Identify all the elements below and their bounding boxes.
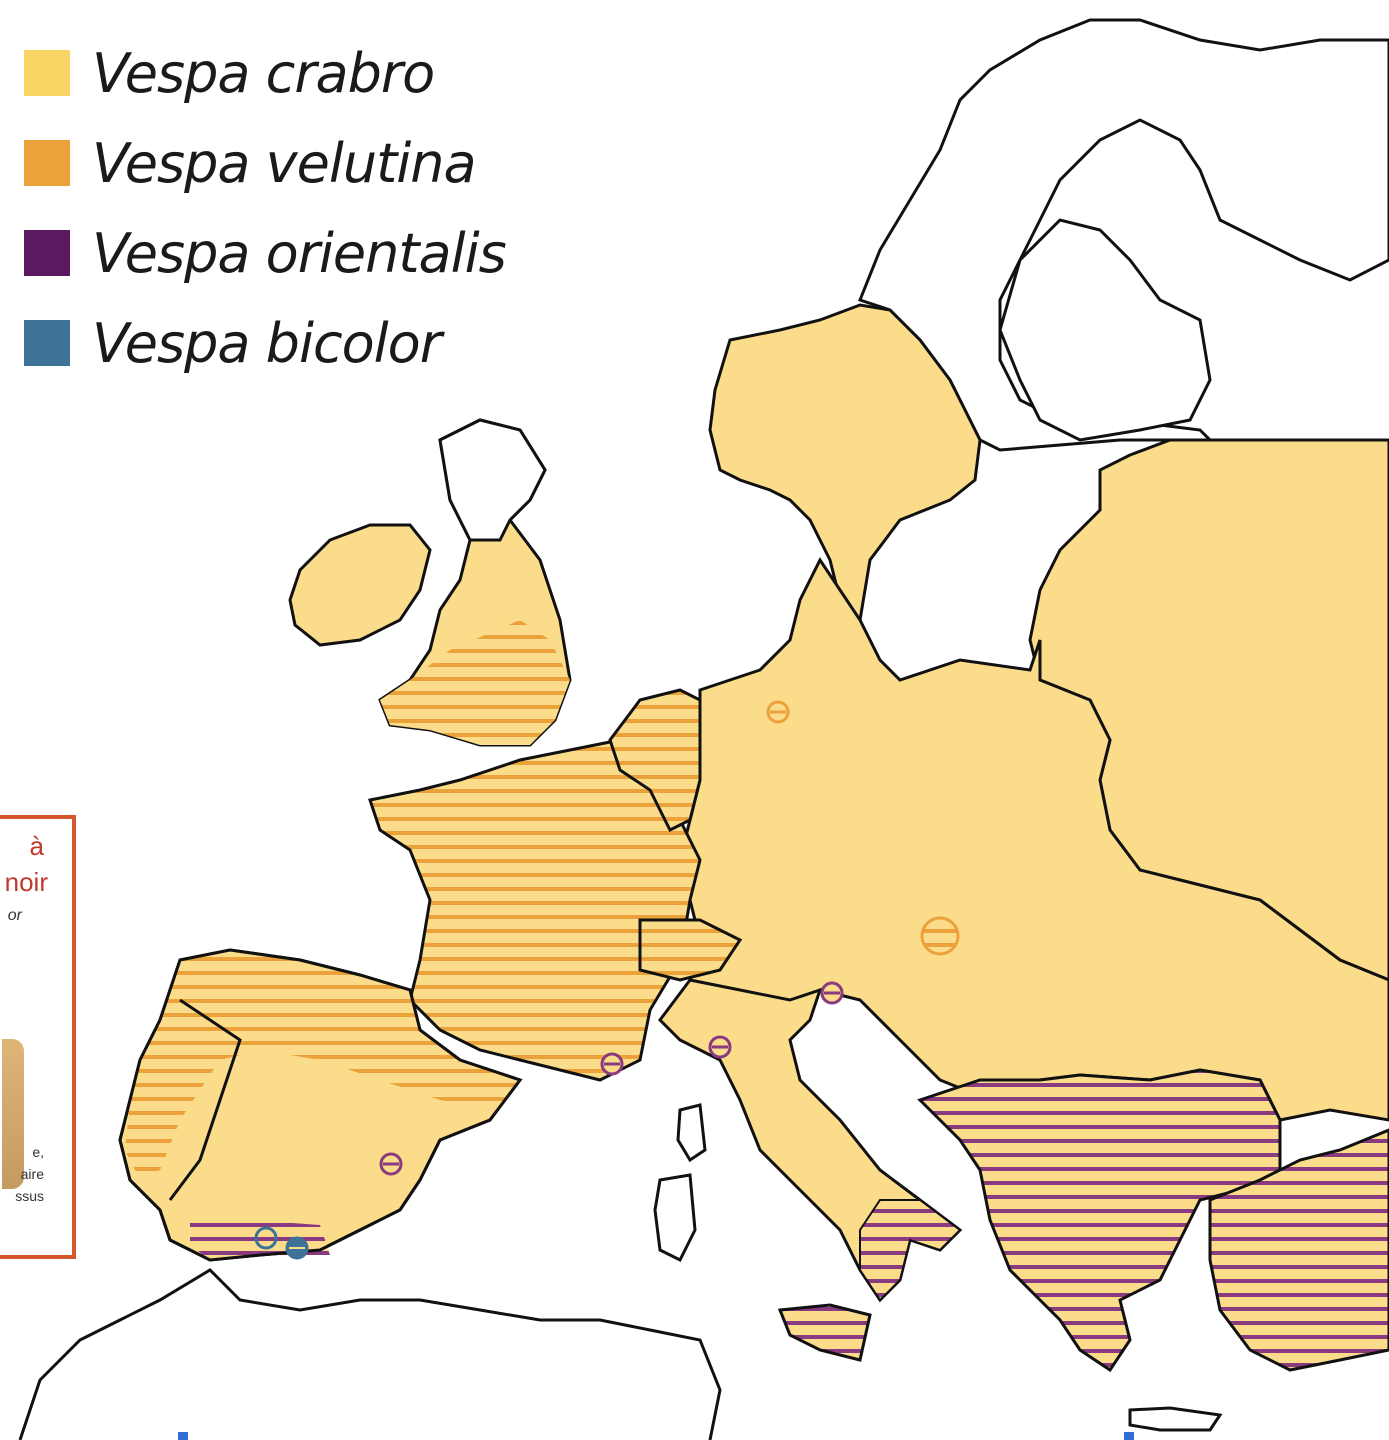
marker-valencia: [379, 1152, 403, 1176]
inset-small-text: e, aire ssus: [15, 1141, 44, 1207]
legend-label-crabro: Vespa crabro: [92, 41, 435, 105]
marker-bicolor-1: [254, 1226, 278, 1250]
bottom-mark-right: [1124, 1432, 1134, 1440]
legend-item-bicolor: Vespa bicolor: [24, 298, 506, 388]
marker-liguria: [708, 1035, 732, 1059]
bottom-mark-left: [178, 1432, 188, 1440]
anatolia: [1208, 1128, 1389, 1372]
france: [368, 738, 702, 1082]
inset-text-3: or: [7, 907, 22, 924]
marker-austria: [920, 916, 960, 956]
legend-item-crabro: Vespa crabro: [24, 28, 506, 118]
legend-swatch-crabro: [24, 50, 70, 96]
ireland: [288, 523, 432, 647]
legend-label-bicolor: Vespa bicolor: [92, 311, 442, 375]
map-legend: Vespa crabro Vespa velutina Vespa orient…: [24, 28, 507, 388]
finland: [998, 218, 1212, 442]
inset-text-1: à: [29, 831, 44, 861]
scotland-north: [438, 418, 547, 542]
north-africa: [18, 1268, 722, 1440]
marker-germany: [766, 700, 790, 724]
iberia-velutina-hatch: [125, 950, 520, 1180]
legend-item-orientalis: Vespa orientalis: [24, 208, 507, 298]
legend-swatch-velutina: [24, 140, 70, 186]
benelux: [608, 688, 702, 833]
inset-text-2: noir: [4, 867, 48, 897]
crete: [1128, 1406, 1223, 1432]
inset-panel: à noir or e, aire ssus: [0, 815, 76, 1259]
inset-small-line-1: e,: [32, 1144, 44, 1160]
inset-small-line-3: ssus: [15, 1188, 44, 1204]
marker-provence: [600, 1052, 624, 1076]
switzerland: [638, 918, 743, 982]
marker-bicolor-2: [285, 1236, 309, 1260]
norway-sweden: [708, 303, 982, 624]
legend-item-velutina: Vespa velutina: [24, 118, 506, 208]
legend-swatch-orientalis: [24, 230, 70, 276]
legend-label-orientalis: Vespa orientalis: [92, 221, 507, 285]
south-italy-hatch: [859, 1199, 962, 1302]
scandinavia-north: [858, 18, 1389, 452]
legend-label-velutina: Vespa velutina: [92, 131, 477, 195]
corsica: [676, 1103, 707, 1163]
sicily: [777, 1303, 872, 1362]
sardinia: [653, 1173, 697, 1263]
balkans: [917, 1068, 1282, 1373]
legend-swatch-bicolor: [24, 320, 70, 366]
marker-slovenia: [820, 981, 844, 1005]
inset-image-fragment: [2, 1039, 24, 1189]
inset-small-line-2: aire: [20, 1166, 44, 1182]
great-britain-hatch: [380, 620, 570, 745]
